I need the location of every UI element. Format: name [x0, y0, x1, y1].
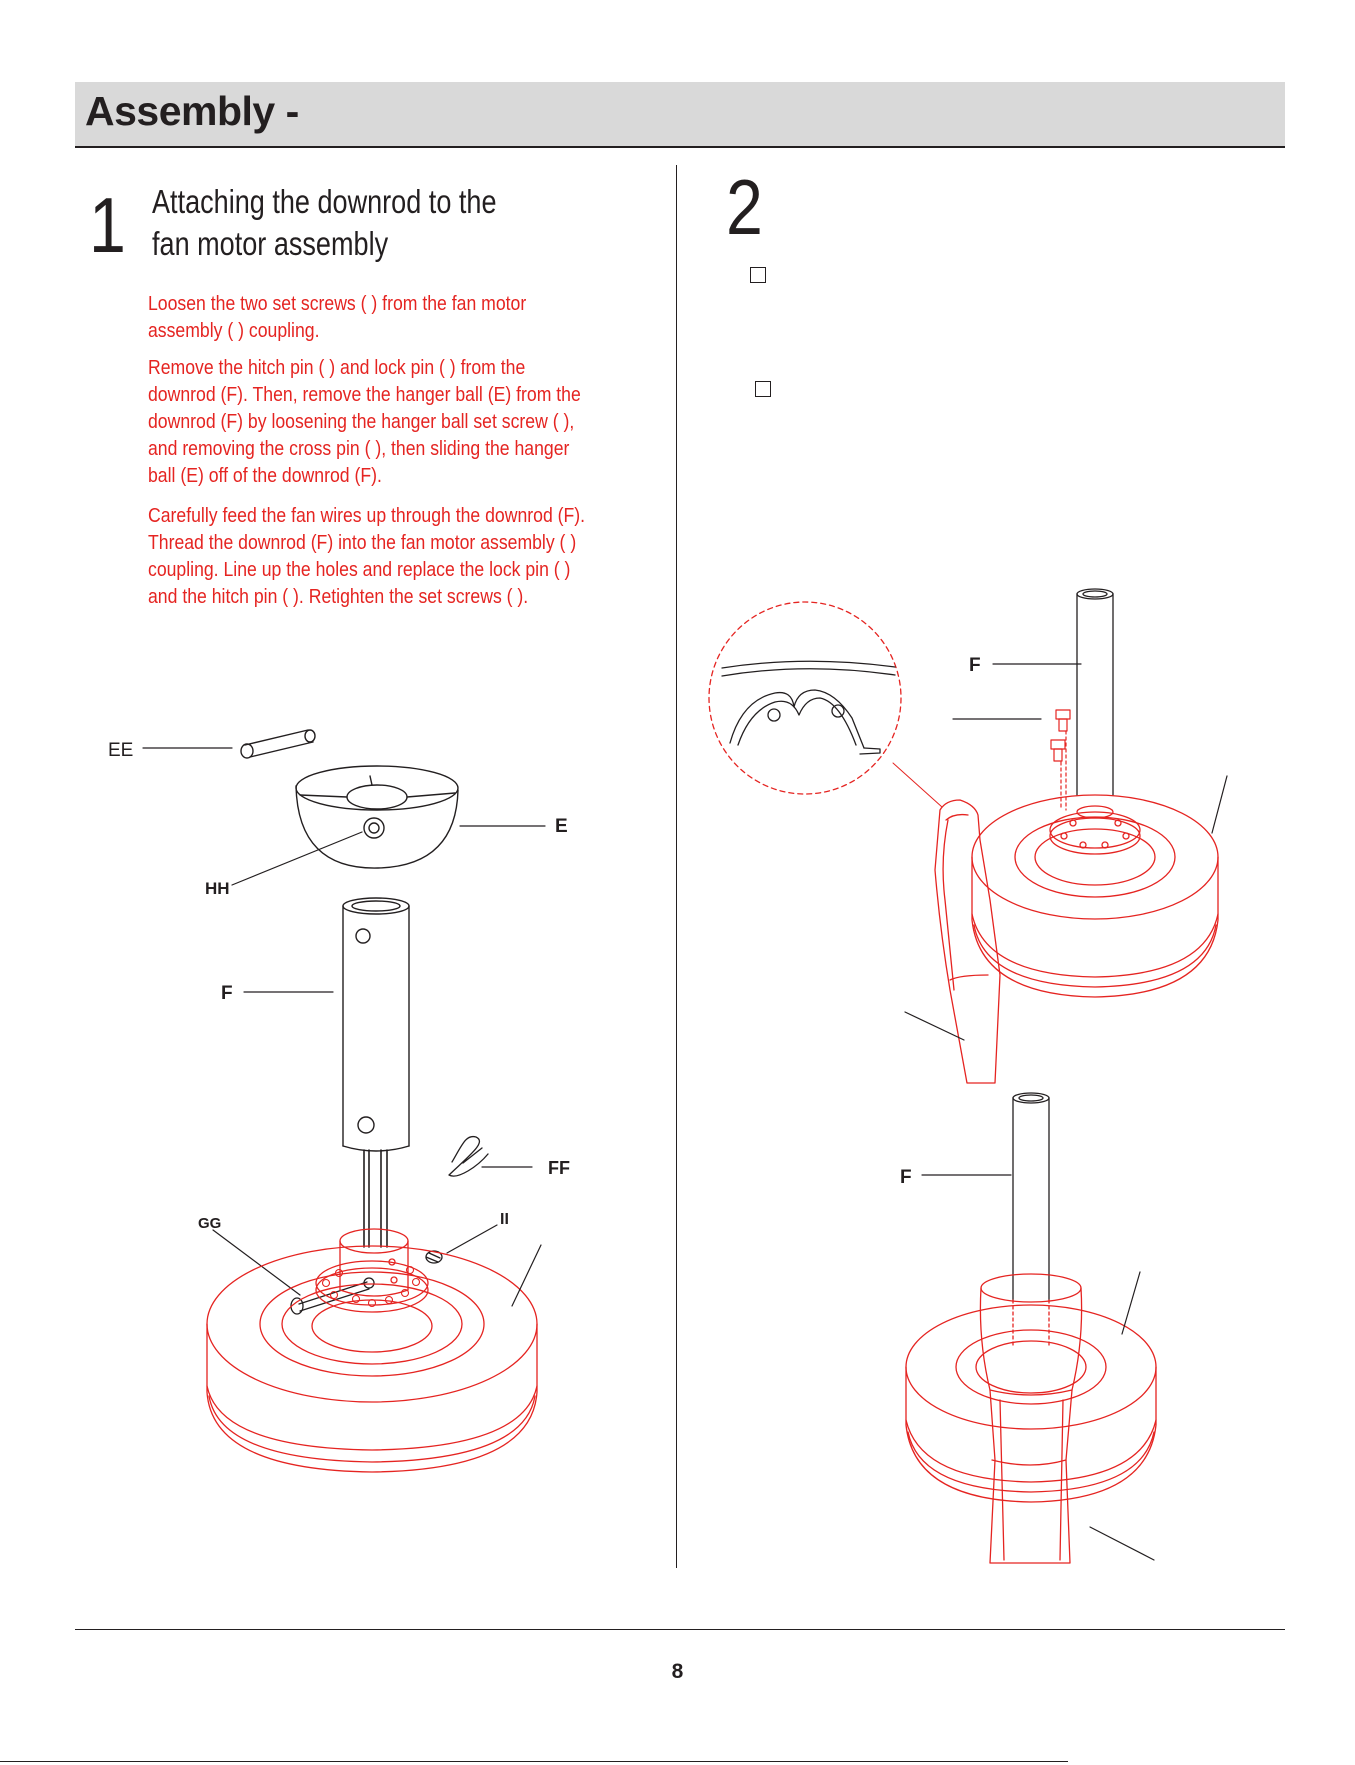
step-2-checkbox-1[interactable]: [750, 267, 766, 283]
set-screw-drawing: [425, 1224, 498, 1264]
cross-pin-drawing: [142, 729, 316, 759]
label-ii: II: [500, 1211, 509, 1228]
label-f-step1: F: [221, 983, 233, 1004]
bottom-rule: [0, 1761, 1068, 1762]
label-f-step2-bottom: F: [900, 1167, 912, 1188]
downrod-installed-top: [952, 588, 1114, 796]
hitch-pin-drawing: [448, 1135, 533, 1177]
label-gg: GG: [198, 1215, 221, 1232]
downrod-drawing: [243, 897, 410, 1248]
step-1-instruction-2: Remove the hitch pin ( ) and lock pin ( …: [148, 356, 581, 487]
label-e: E: [555, 816, 568, 837]
step-1-title-line-2: fan motor assembly: [152, 225, 389, 262]
step-1-instruction-1: Loosen the two set screws ( ) from the f…: [148, 292, 527, 342]
fan-motor-bottom: [905, 1273, 1157, 1564]
label-ee: EE: [108, 740, 133, 761]
step-1-title-line-1: Attaching the downrod to the: [152, 183, 497, 220]
magnified-detail: [721, 660, 896, 755]
step-2-number: 2: [726, 163, 763, 251]
step-1-diagram: [142, 729, 546, 1473]
step-2-checkbox-2[interactable]: [755, 381, 771, 397]
step-2-bottom-diagram: [905, 1092, 1157, 1564]
footer-divider: [75, 1629, 1285, 1630]
label-hh: HH: [205, 879, 230, 898]
fan-motor-top: [934, 794, 1219, 1084]
step-2-top-diagram: [708, 588, 1228, 1084]
column-divider: [676, 165, 677, 1568]
label-f-step2-top: F: [969, 655, 981, 676]
label-ff: FF: [548, 1158, 570, 1178]
fan-motor-drawing: [206, 1228, 538, 1473]
step-1-title: Attaching the downrod to the fan motor a…: [152, 181, 578, 265]
section-header: Assembly -: [75, 82, 1285, 148]
downrod-installed-bottom: [921, 1092, 1050, 1301]
step-1-instruction-3: Carefully feed the fan wires up through …: [148, 504, 586, 608]
set-screws-top: [1050, 709, 1071, 811]
step-1-number: 1: [89, 181, 126, 269]
page-number: 8: [671, 1660, 684, 1683]
hanger-ball-drawing: [231, 765, 546, 886]
section-title: Assembly -: [85, 88, 310, 134]
